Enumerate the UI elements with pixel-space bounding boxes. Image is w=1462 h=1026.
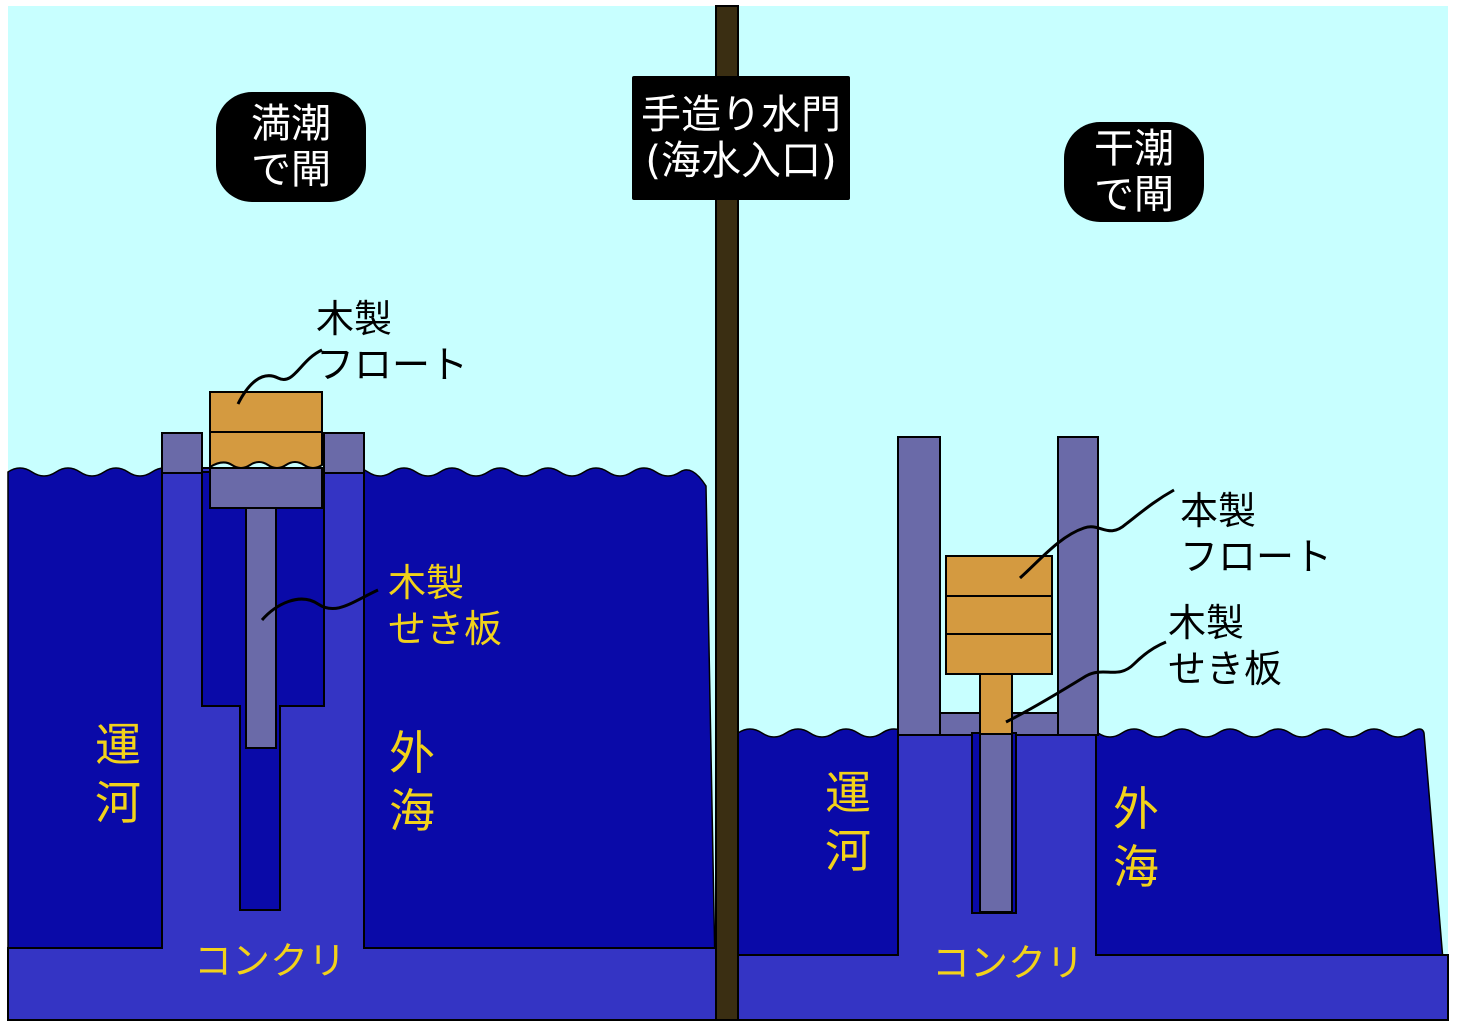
right-wooden-weir-stem	[979, 673, 1013, 735]
left-wooden-weir-board	[245, 507, 277, 749]
right-wooden-weir-board	[979, 733, 1013, 913]
right-gate-wall-left	[897, 436, 941, 736]
right-wooden-float-block-3	[945, 633, 1053, 675]
left-wooden-float-waterline	[209, 431, 323, 469]
left-canal-label: 運河	[95, 718, 141, 830]
left-sea-label: 外海	[389, 726, 435, 838]
title-sign: 手造り水門 (海水入口)	[632, 76, 850, 200]
right-concrete-label: コンクリ	[932, 941, 1085, 985]
left-gate-wall-right-top	[323, 432, 365, 474]
left-wooden-float-submerged	[209, 467, 323, 509]
left-weir-label: 木製 せき板	[388, 561, 503, 651]
right-float-label: 本製 フロート	[1180, 489, 1333, 579]
left-high-tide-badge: 満潮 で閘	[216, 92, 366, 202]
right-low-tide-badge: 干潮 で閘	[1064, 122, 1204, 222]
right-wooden-float-block-2	[945, 595, 1053, 635]
left-concrete-label: コンクリ	[194, 939, 347, 983]
left-wooden-float-top	[209, 391, 323, 433]
right-sea-label: 外海	[1113, 782, 1159, 894]
left-concrete-structure	[7, 467, 717, 1021]
right-float-leader	[1018, 488, 1175, 580]
right-canal-label: 運河	[825, 766, 871, 878]
right-gate-wall-right	[1057, 436, 1099, 736]
left-gate-wall-left-top	[161, 432, 203, 474]
right-weir-leader	[1005, 640, 1167, 724]
right-concrete-structure	[737, 732, 1449, 1021]
left-weir-leader	[260, 588, 379, 621]
divider-pole	[715, 5, 739, 1021]
left-float-leader	[236, 348, 323, 405]
left-float-label: 木製 フロート	[316, 297, 469, 387]
right-weir-label: 木製 せき板	[1168, 601, 1283, 691]
